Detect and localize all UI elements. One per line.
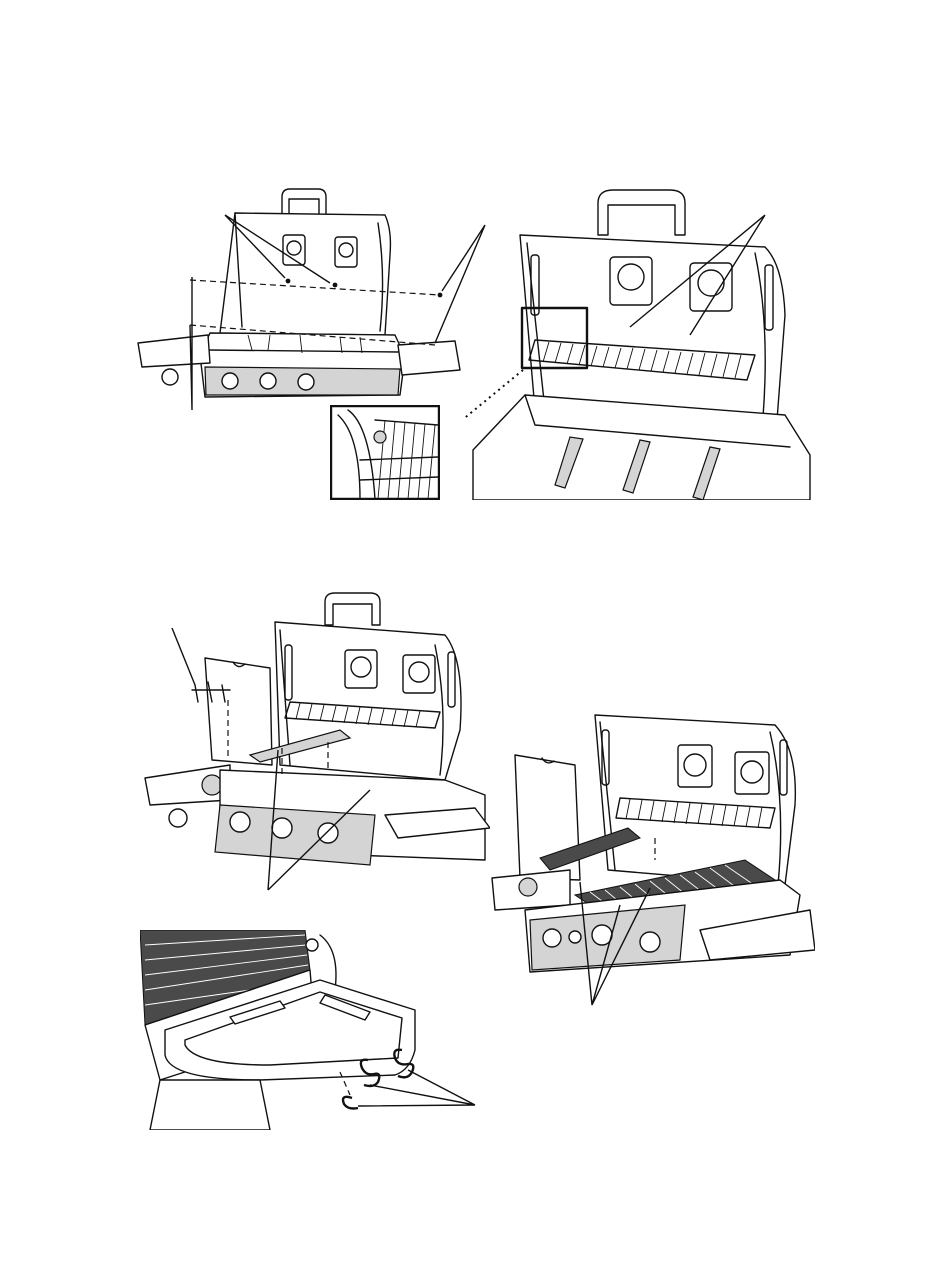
left-side-shelf xyxy=(138,335,210,367)
figure-lid-hinge-install xyxy=(130,185,490,415)
knob-icon xyxy=(230,812,250,832)
grill-lid xyxy=(595,715,795,885)
knob-icon xyxy=(569,931,581,943)
lid-handle xyxy=(325,593,380,625)
lid-vent-right xyxy=(335,237,357,267)
knob-icon xyxy=(222,373,238,389)
side-burner-lid xyxy=(205,658,272,765)
knob-icon xyxy=(318,823,338,843)
right-side-shelf xyxy=(398,341,460,375)
figure-heat-tent-install xyxy=(130,590,490,900)
knob-icon xyxy=(543,929,561,947)
magnifier-inset-icon xyxy=(330,405,440,500)
knob-icon xyxy=(162,369,178,385)
knob-icon xyxy=(306,939,318,951)
lid-vent-right xyxy=(403,655,435,693)
lid-vent-left xyxy=(678,745,712,787)
figure-cooking-grates-install xyxy=(490,710,815,1015)
knob-icon xyxy=(640,932,660,952)
knob-icon xyxy=(169,809,187,827)
s-hook-icon xyxy=(343,1097,358,1109)
knob-icon xyxy=(298,374,314,390)
figure-warming-rack-install xyxy=(465,185,815,500)
lid-vent-right xyxy=(735,752,769,794)
grill-lid xyxy=(275,622,461,780)
lid-vent-left xyxy=(345,650,377,688)
figure-side-shelf-hooks-install xyxy=(140,930,485,1130)
knob-icon xyxy=(272,818,292,838)
knob-icon xyxy=(260,373,276,389)
lid-handle xyxy=(598,190,685,235)
grill-lid xyxy=(220,213,390,335)
